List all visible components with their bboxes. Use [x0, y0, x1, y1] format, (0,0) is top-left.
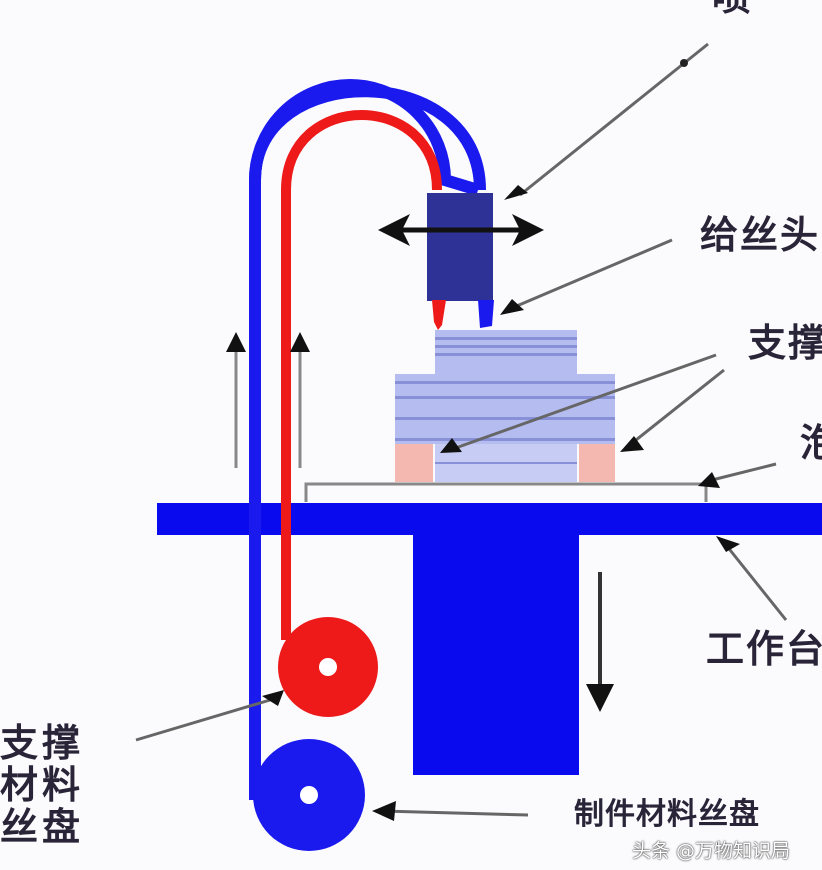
leader-support-2 [625, 368, 725, 450]
model-nozzle [478, 300, 494, 328]
arrowhead-left-icon [378, 214, 410, 246]
support-block-left [395, 444, 433, 482]
arrowhead-icon [716, 536, 740, 552]
arrowhead-icon [500, 299, 524, 315]
leader-model-spool [381, 809, 529, 817]
label-foam: 泡 [800, 421, 822, 465]
foam-base [304, 482, 708, 502]
label-worktable: 工作台 [706, 627, 822, 671]
arrowhead-right-icon [512, 214, 544, 246]
worktable-column [413, 535, 579, 775]
leader-support-spool [135, 698, 271, 742]
model-spool-hub [300, 786, 318, 804]
model-filament-lower [249, 640, 261, 800]
leader-worktable [724, 544, 788, 621]
print-head [427, 193, 493, 301]
label-model-spool: 制件材料丝盘 [574, 797, 760, 832]
label-support: 支撑 [748, 321, 822, 365]
support-block-right [579, 444, 615, 482]
label-nozzle: 给丝头 [700, 213, 821, 257]
leader-nozzle [511, 238, 673, 310]
leader-top [519, 42, 709, 197]
leader-foam [711, 462, 777, 482]
support-filament [281, 110, 442, 640]
worktable [157, 503, 822, 535]
arrowhead-icon [620, 436, 644, 452]
arrowhead-icon [262, 690, 284, 706]
watermark: 头条 @万物知识局 [632, 840, 791, 862]
support-filament-crossing [281, 503, 291, 535]
leader-dot [680, 59, 688, 67]
arrowhead-icon [698, 472, 720, 488]
arrowhead-icon [372, 801, 396, 821]
arrowhead-icon [504, 185, 528, 200]
model-filament-crossing [249, 503, 261, 535]
support-nozzle [432, 300, 446, 330]
support-spool-hub [319, 658, 337, 676]
label-support-spool: 支撑材料丝盘 [0, 721, 85, 849]
arrowhead-down-icon [586, 684, 614, 712]
arrowhead-up-icon [226, 332, 246, 352]
leader-support-1 [449, 353, 717, 452]
label-top-partial: 喷 [712, 0, 752, 16]
printed-part [395, 330, 615, 482]
arrowhead-up-icon [290, 332, 310, 352]
model-filament-to-head [249, 85, 486, 191]
arrowhead-icon [440, 438, 462, 453]
